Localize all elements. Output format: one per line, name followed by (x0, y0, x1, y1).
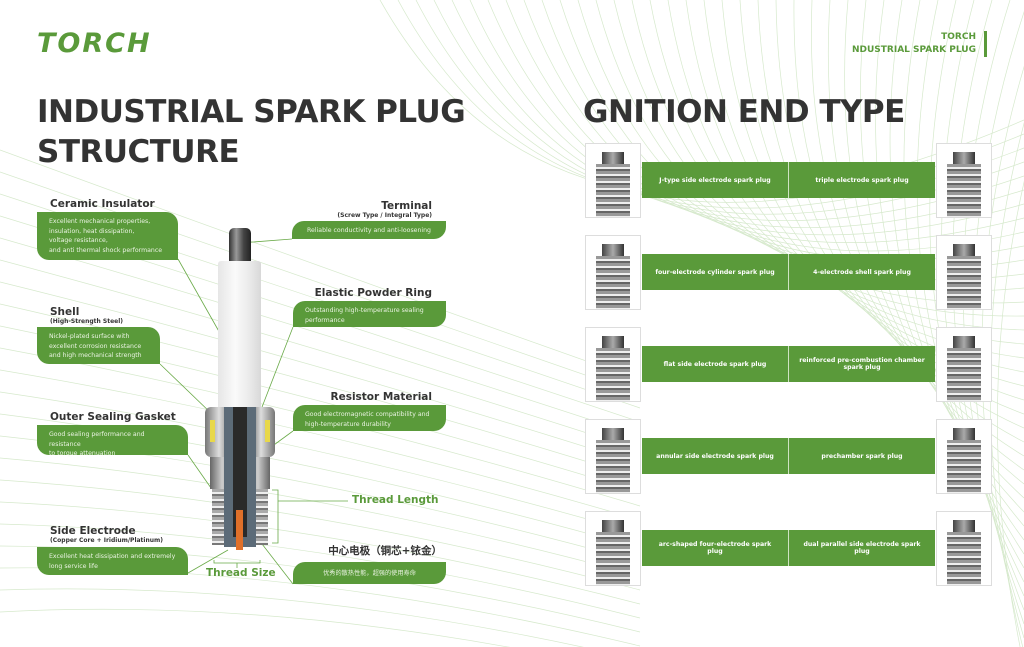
plug-image (585, 327, 641, 402)
callout-terminal: Reliable conductivity and anti-loosening (292, 221, 446, 239)
plug-type-row: flat side electrode spark plug reinforce… (642, 346, 935, 382)
callout-resistor-title: Resistor Material (330, 391, 432, 403)
header-brand: TORCH (941, 32, 976, 42)
plug-image (585, 235, 641, 310)
plug-type-row: arc-shaped four-electrode spark plug dua… (642, 530, 935, 566)
title-line-1: INDUSTRIAL SPARK PLUG (37, 94, 466, 130)
plug-type-label: arc-shaped four-electrode spark plug (658, 541, 772, 555)
structure-title: INDUSTRIAL SPARK PLUG STRUCTURE (37, 92, 466, 172)
torch-logo: TORCH (37, 28, 152, 59)
header-label: TORCH NDUSTRIAL SPARK PLUG (852, 31, 987, 57)
plug-image (936, 511, 992, 586)
plug-type-row: four-electrode cylinder spark plug 4-ele… (642, 254, 935, 290)
plug-type-row: J-type side electrode spark plug triple … (642, 162, 935, 198)
header-product: NDUSTRIAL SPARK PLUG (851, 45, 976, 55)
callout-center-electrode-title: 中心电极（铜芯+铱金） (328, 545, 442, 557)
ignition-title: GNITION END TYPE (583, 94, 905, 130)
callout-gasket-title: Outer Sealing Gasket (50, 411, 176, 423)
callout-ceramic-insulator-title: Ceramic Insulator (50, 198, 155, 210)
plug-type-label: four-electrode cylinder spark plug (655, 268, 775, 276)
plug-image (585, 419, 641, 494)
plug-type-label: flat side electrode spark plug (663, 360, 767, 368)
plug-image (936, 327, 992, 402)
plug-type-label: annular side electrode spark plug (656, 452, 774, 460)
plug-type-label: J-type side electrode spark plug (659, 176, 771, 184)
thread-length-label: Thread Length (352, 494, 439, 506)
plug-image (585, 143, 641, 218)
title-line-2: STRUCTURE (37, 134, 240, 170)
plug-image (936, 235, 992, 310)
thread-size-label: Thread Size (206, 567, 276, 579)
plug-image (936, 419, 992, 494)
callout-powder-ring-title: Elastic Powder Ring (314, 287, 432, 299)
plug-type-label: prechamber spark plug (788, 438, 935, 474)
callout-side-electrode: Excellent heat dissipation and extremely… (37, 547, 188, 575)
callout-side-electrode-title: Side Electrode(Copper Core + Iridium/Pla… (50, 525, 164, 544)
plug-type-label: 4-electrode shell spark plug (788, 254, 935, 290)
plug-image (936, 143, 992, 218)
plug-image (585, 511, 641, 586)
callout-center-electrode: 优秀的散热性能，超强的使用寿命 (293, 562, 446, 584)
plug-type-label: reinforced pre-combustion chamber spark … (788, 346, 935, 382)
callout-ceramic-insulator: Excellent mechanical properties,insulati… (37, 212, 178, 260)
callout-terminal-title: Terminal(Screw Type / Integral Type) (337, 200, 432, 219)
spark-plug-diagram (200, 225, 280, 560)
callout-shell-title: Shell(High-Strength Steel) (50, 306, 124, 325)
plug-type-label: dual parallel side electrode spark plug (788, 530, 935, 566)
plug-type-label: triple electrode spark plug (788, 162, 935, 198)
plug-type-row: annular side electrode spark plug precha… (642, 438, 935, 474)
